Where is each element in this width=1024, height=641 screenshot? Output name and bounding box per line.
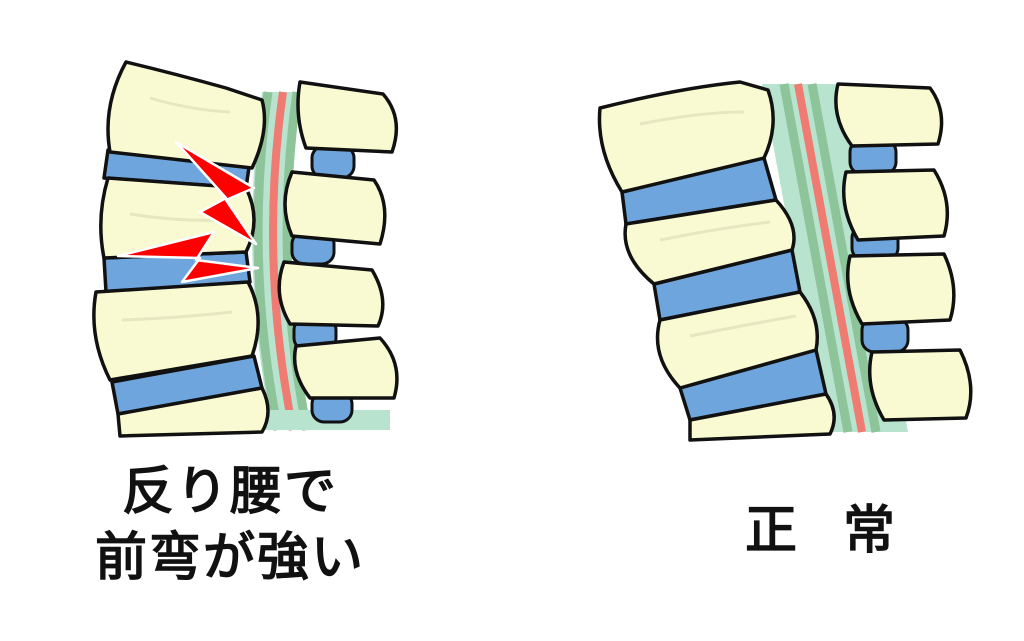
vertebral-body [597,80,775,194]
spinous-process [834,82,944,148]
spinous-process [292,336,399,400]
bone-texture [121,310,233,322]
spinous-process [296,80,399,154]
vertebral-body [92,280,260,382]
vertebral-body [655,290,820,390]
lordosis-caption: 反り腰で 前弯が強い [80,466,380,598]
bone-texture [689,314,797,338]
canal-stripe [807,83,881,433]
vertebral-body [623,198,796,286]
normal-caption-char2: 常 [843,501,896,561]
spinous-process [868,348,973,422]
spinal-cord [794,83,866,433]
spinous-process [846,252,956,326]
lordosis-caption-line1: 反り腰で [121,462,338,522]
lordosis-spine [92,60,399,438]
bone-texture [659,220,771,242]
canal-stripe [779,83,853,433]
vertebral-body [688,392,836,442]
bone-texture [149,96,231,114]
spinous-process [842,168,950,242]
spinal-cord [269,91,297,431]
canal-stripe [282,91,312,431]
bone-texture [639,110,745,126]
lightning-bolt-icon [116,230,260,284]
spinous-process [277,260,385,328]
normal-caption-char1: 正 [744,501,797,561]
lordosis-caption-line2: 前弯が強い [94,528,365,588]
normal-spine [597,80,973,442]
lightning-bolt-icon [174,140,258,246]
vertebral-body [116,386,270,438]
normal-caption: 正常 [720,505,920,557]
spinous-process [283,170,387,246]
vertebral-body [106,60,267,170]
